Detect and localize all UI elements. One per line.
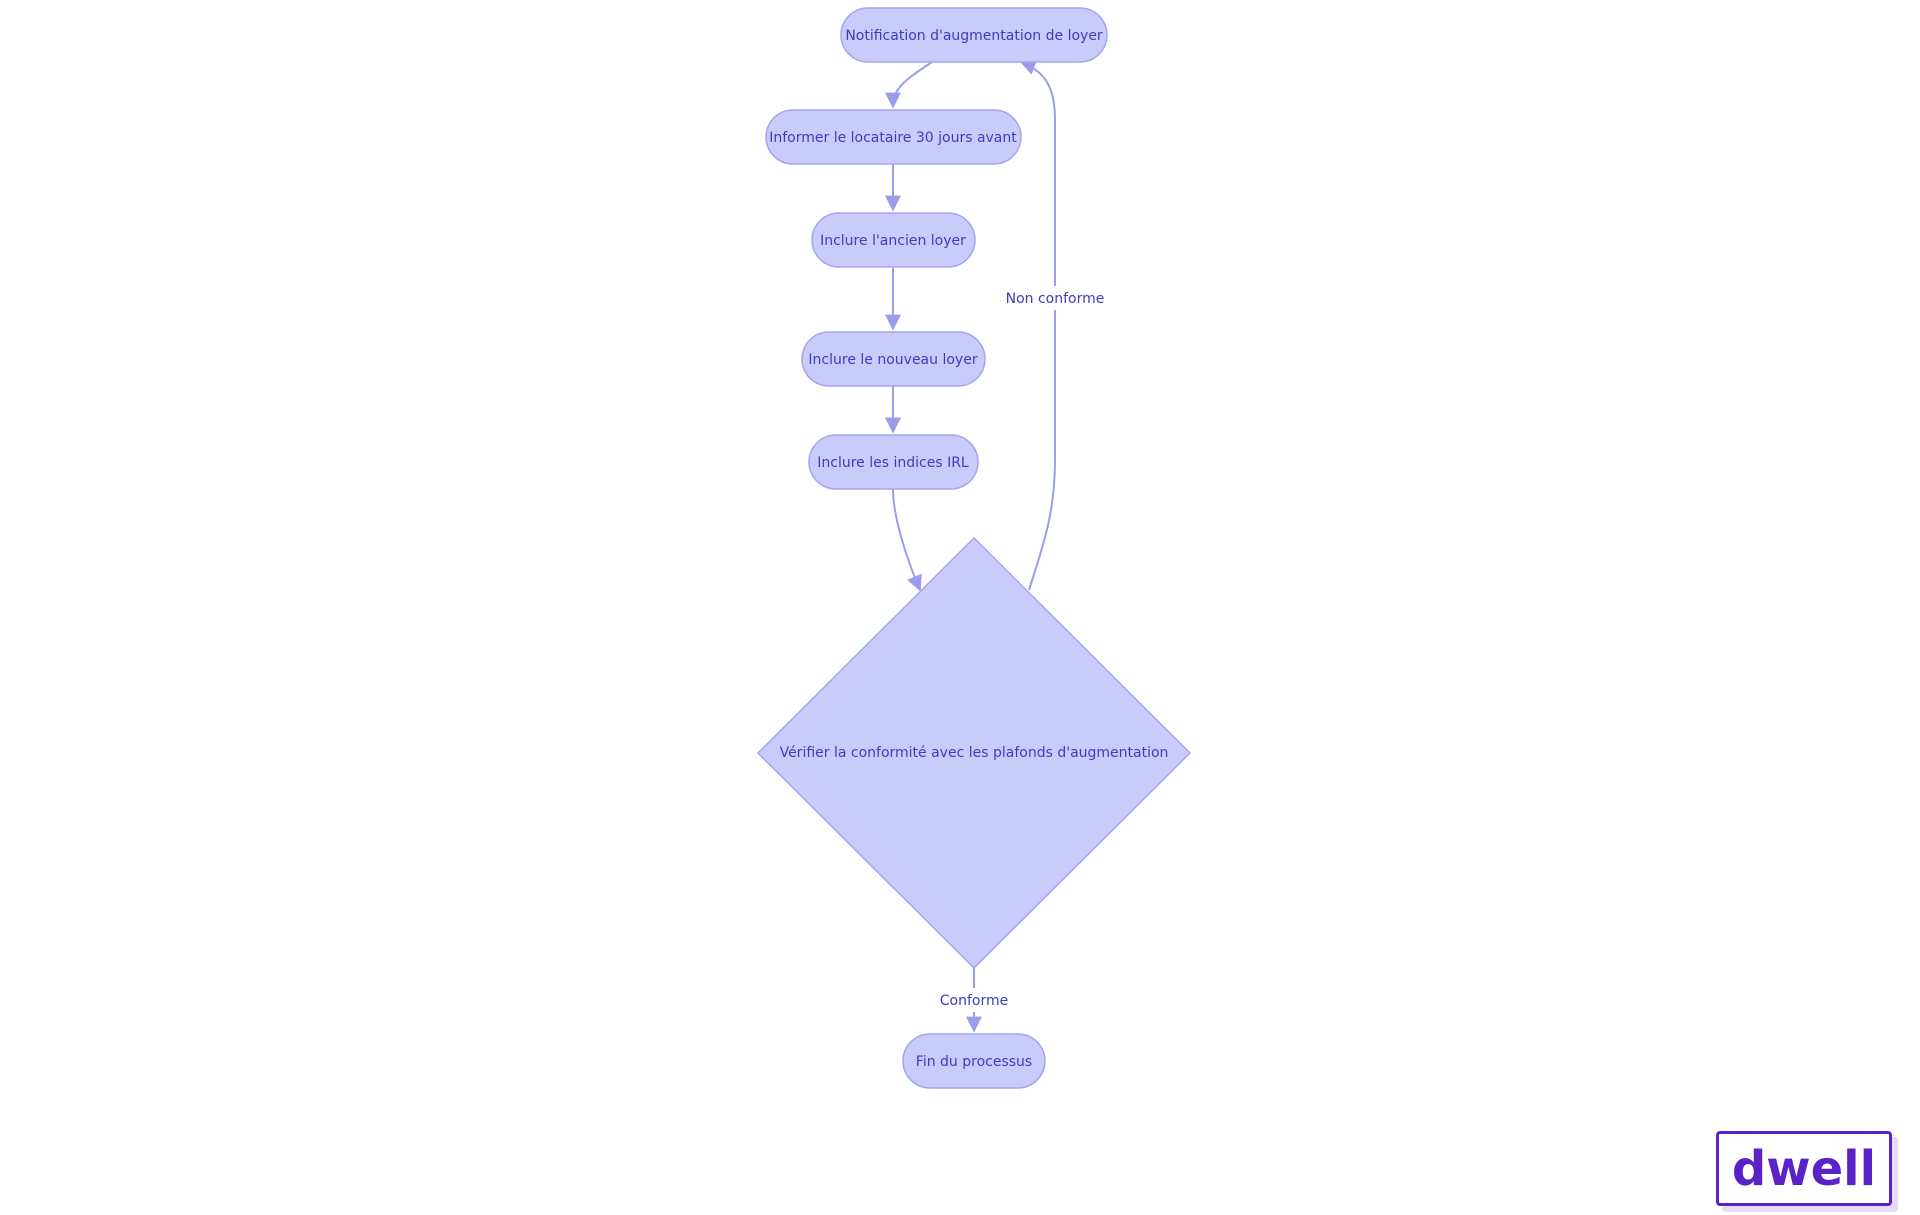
edge-label-compliant: Conforme xyxy=(934,988,1014,1012)
edge-irl-to-check xyxy=(892,488,922,592)
edges xyxy=(885,59,1056,1033)
edge-label-text: Conforme xyxy=(940,993,1008,1009)
edge-label-bg xyxy=(1005,286,1105,310)
node-inform[interactable]: Informer le locataire 30 jours avant xyxy=(765,109,1022,165)
edge-notification-to-inform xyxy=(885,61,933,109)
node-label: Inclure les indices IRL xyxy=(817,455,969,471)
node-notification[interactable]: Notification d'augmentation de loyer xyxy=(840,7,1108,63)
edge-label-bg xyxy=(934,988,1014,1012)
node-irl[interactable]: Inclure les indices IRL xyxy=(808,434,979,490)
node-label: Fin du processus xyxy=(916,1054,1032,1070)
node-old-rent[interactable]: Inclure l'ancien loyer xyxy=(811,212,976,268)
node-new-rent[interactable]: Inclure le nouveau loyer xyxy=(801,331,986,387)
dwell-logo: dwell xyxy=(1716,1131,1892,1206)
edge-check-to-notification xyxy=(1019,59,1056,591)
edge-label-non-compliant: Non conforme xyxy=(1005,286,1105,310)
node-label: Inclure l'ancien loyer xyxy=(820,233,966,249)
edge-label-text: Non conforme xyxy=(1006,291,1105,307)
node-check-decision[interactable]: Vérifier la conformité avec les plafonds… xyxy=(756,536,1192,970)
node-label: Inclure le nouveau loyer xyxy=(808,352,977,368)
node-end[interactable]: Fin du processus xyxy=(902,1033,1046,1089)
node-label: Informer le locataire 30 jours avant xyxy=(769,130,1017,146)
node-label: Notification d'augmentation de loyer xyxy=(845,28,1103,44)
node-label: Vérifier la conformité avec les plafonds… xyxy=(780,745,1169,761)
logo-text: dwell xyxy=(1731,1140,1877,1197)
